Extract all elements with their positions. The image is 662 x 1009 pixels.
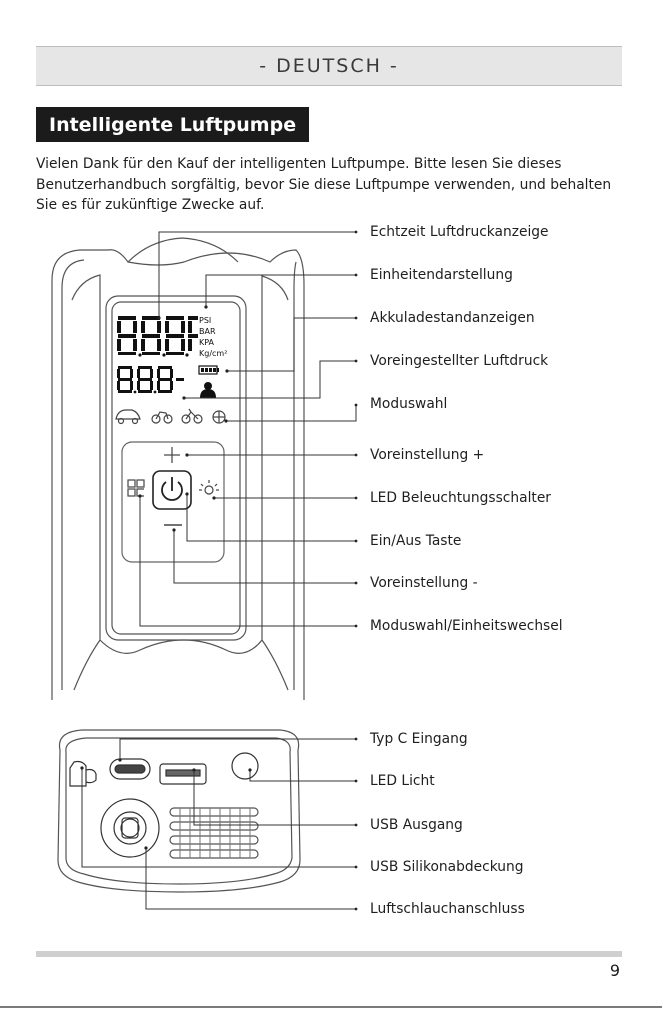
callout-front-9: Voreinstellung - — [370, 575, 478, 591]
callout-front-2: Einheitendarstellung — [370, 267, 513, 283]
callout-back-5: Luftschlauchanschluss — [370, 901, 525, 917]
lcd-digits-small — [117, 366, 184, 394]
unit-kgcm: Kg/cm² — [199, 349, 227, 358]
callout-front-4: Voreingestellter Luftdruck — [370, 353, 549, 369]
page-bottom-edge — [0, 1006, 662, 1008]
unit-bar: BAR — [199, 327, 216, 336]
page-title: Intelligente Luftpumpe — [36, 107, 310, 142]
page-title-text: Intelligente Luftpumpe — [49, 113, 297, 136]
language-label: - DEUTSCH - — [259, 55, 399, 77]
callout-back-1: Typ C Eingang — [370, 731, 468, 747]
callout-front-3: Akkuladestandanzeigen — [370, 310, 535, 326]
callout-front-6: Voreinstellung + — [370, 447, 485, 463]
page-number: 9 — [609, 961, 620, 980]
unit-psi: PSI — [199, 316, 211, 325]
callout-front-8: Ein/Aus Taste — [370, 533, 462, 549]
language-header: - DEUTSCH - — [36, 46, 622, 86]
lcd-digits-big — [117, 316, 198, 357]
intro-paragraph: Vielen Dank für den Kauf der intelligent… — [36, 156, 612, 213]
callout-back-4: USB Silikonabdeckung — [370, 859, 524, 875]
callout-front-5: Moduswahl — [370, 396, 448, 412]
callout-back-2: LED Licht — [370, 773, 435, 789]
callout-front-7: LED Beleuchtungsschalter — [370, 490, 551, 506]
unit-kpa: KPA — [199, 338, 215, 347]
callout-front-1: Echtzeit Luftdruckanzeige — [370, 224, 549, 240]
callout-front-10: Moduswahl/Einheitswechsel — [370, 618, 563, 634]
footer-divider — [36, 951, 622, 957]
callout-back-3: USB Ausgang — [370, 817, 463, 833]
